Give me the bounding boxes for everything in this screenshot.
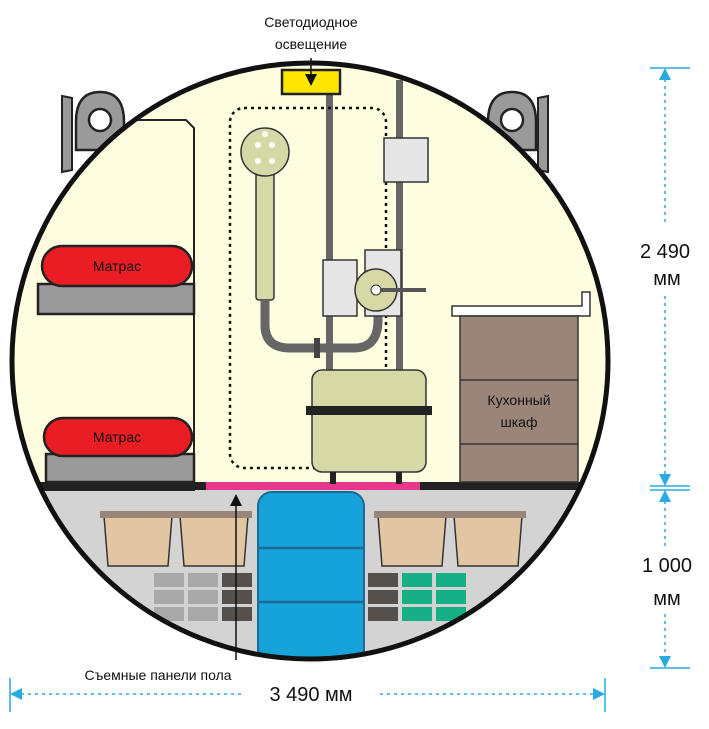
upper-height-value: 2 490 [640,241,690,263]
upper-bunk-shelf [36,282,196,316]
width-dimension [9,678,606,712]
vertical-pipe [326,80,333,370]
removable-floor-panel [206,482,420,490]
kitchen-cabinet-label: Кухонный [487,392,550,408]
mattress-lower-label: Матрас [93,429,141,445]
floor-panels-label: Съемные панели пола [84,667,231,683]
lower-height-unit: мм [653,588,681,610]
storage-box [100,511,176,567]
kitchen-cabinet-label: шкаф [501,414,538,430]
heater-pump-icon [322,249,426,317]
upper-height-dimension [650,67,690,487]
mattress-upper-label: Матрас [93,258,141,274]
upper-height-unit: мм [653,268,681,290]
control-box [383,137,429,183]
boiler-tank [306,369,432,484]
lower-bunk-shelf [44,452,196,484]
storage-box [176,511,252,567]
shower-hose [260,300,383,353]
storage-box [450,511,526,567]
width-value: 3 490 мм [269,684,352,706]
battery-blocks-left [154,573,252,621]
vertical-pipe [396,80,403,370]
kitchen-cabinet [451,291,591,483]
led-lighting-label: освещение [275,36,348,52]
hose-connector [314,338,320,358]
battery-blocks-right [368,573,466,621]
mattress-upper [40,244,194,288]
shower-head-icon [240,127,290,301]
lower-height-dimension [650,489,690,669]
led-lighting-label: Светодиодное [264,14,358,30]
lower-height-value: 1 000 [642,555,692,577]
mattress-lower [42,416,194,458]
storage-box [374,511,450,567]
water-tank [257,491,365,659]
hull-outline [9,60,611,662]
